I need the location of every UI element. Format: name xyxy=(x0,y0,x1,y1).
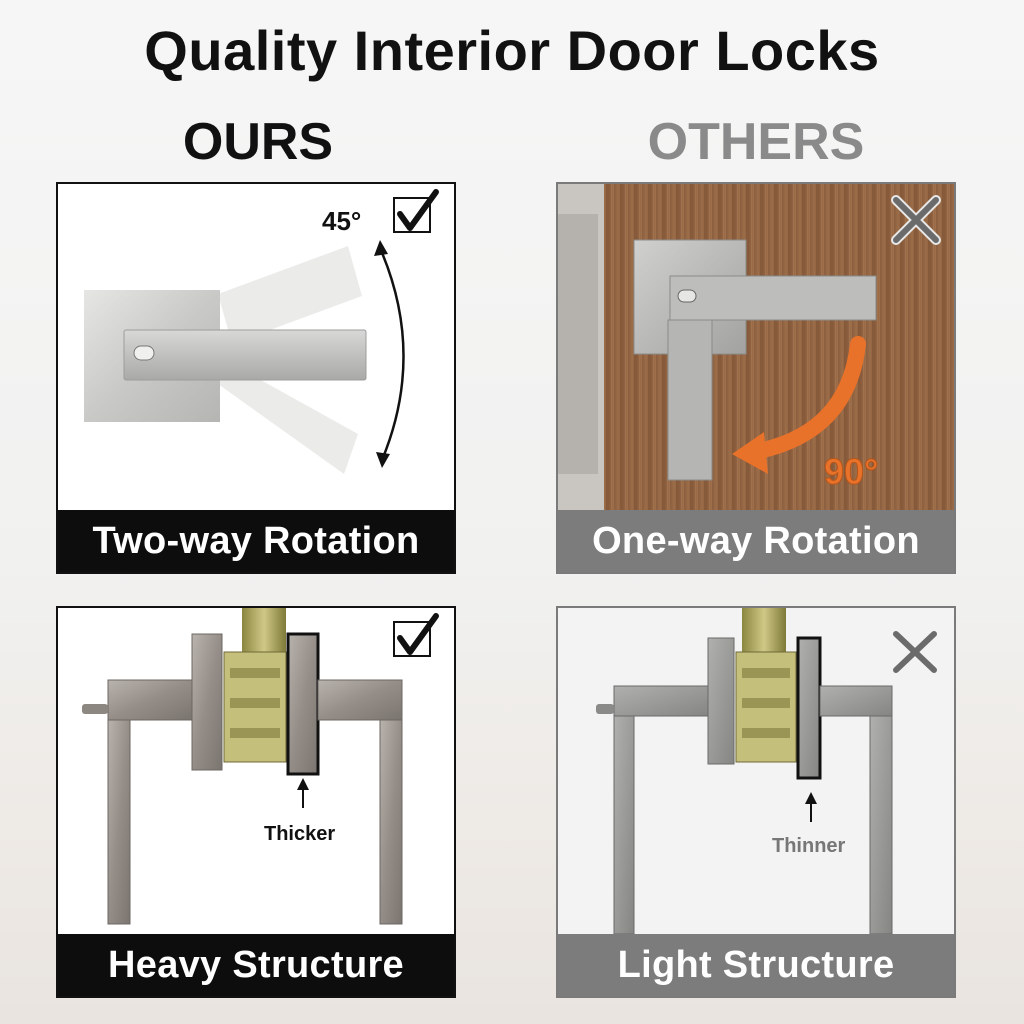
right-lever xyxy=(317,679,403,721)
angle-label: 90° xyxy=(824,451,878,492)
x-mark-icon xyxy=(891,195,941,245)
right-lever xyxy=(819,685,893,717)
upper-rotated-lever xyxy=(218,246,362,344)
others-heading: OTHERS xyxy=(647,113,865,171)
ours-heading: OURS xyxy=(182,113,334,171)
one-way-rotation-panel: 90° One-way Rotation xyxy=(556,182,956,574)
heavy-structure-panel: Thicker Heavy Structure xyxy=(56,606,456,998)
left-rosette xyxy=(707,637,735,765)
two-way-rotation-illustration: 45° xyxy=(84,189,439,474)
right-rosette-thinner xyxy=(796,636,822,780)
lever-handle xyxy=(669,275,877,321)
lever-handle xyxy=(123,329,367,381)
lower-rotated-lever xyxy=(218,364,358,474)
page-title: Quality Interior Door Locks xyxy=(144,19,880,82)
left-lever xyxy=(613,685,709,717)
left-rosette xyxy=(191,633,223,771)
two-way-rotation-arrow xyxy=(378,247,405,461)
checkmark-icon xyxy=(393,189,439,233)
one-way-rotation-caption: One-way Rotation xyxy=(558,510,954,572)
x-mark-icon xyxy=(893,631,937,673)
left-lever xyxy=(107,679,193,721)
angle-label: 45° xyxy=(322,206,361,236)
privacy-turn-button xyxy=(677,289,697,303)
light-structure-panel: Thinner Light Structure xyxy=(556,606,956,998)
checkmark-icon xyxy=(393,613,439,657)
two-way-rotation-panel: 45° Two-way Rotation xyxy=(56,182,456,574)
light-structure-caption: Light Structure xyxy=(558,934,954,996)
rotated-down-lever xyxy=(667,319,713,481)
heavy-structure-illustration: Thicker xyxy=(82,608,439,925)
one-way-rotation-illustration: 90° xyxy=(558,184,954,512)
heavy-structure-caption: Heavy Structure xyxy=(58,934,454,996)
one-way-rotation-arrow xyxy=(746,336,866,460)
thicker-label: Thicker xyxy=(264,823,335,845)
two-way-rotation-caption: Two-way Rotation xyxy=(58,510,454,572)
right-rosette-thicker xyxy=(286,632,320,776)
light-structure-illustration: Thinner xyxy=(596,608,937,935)
privacy-turn-button xyxy=(133,345,155,361)
thinner-label: Thinner xyxy=(772,835,846,857)
